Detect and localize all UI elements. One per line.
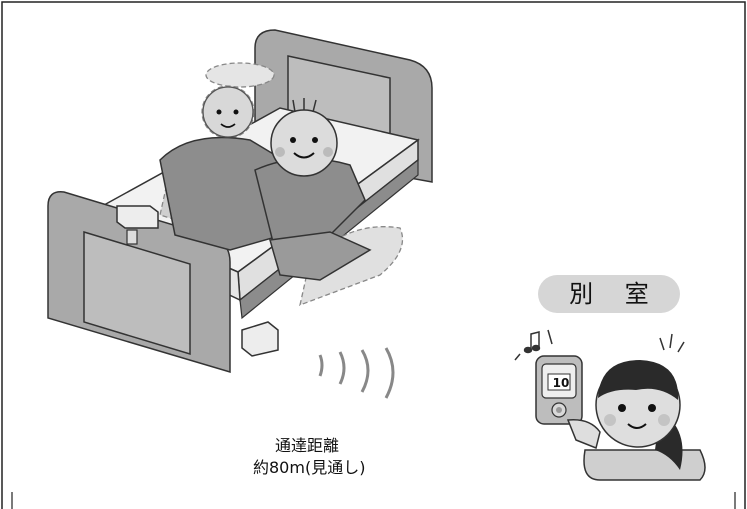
device-screen-number: 10 bbox=[552, 376, 570, 390]
sensor-device-icon bbox=[116, 205, 279, 357]
room-label: 別 室 bbox=[538, 275, 680, 313]
receiver-phone-icon bbox=[535, 355, 583, 425]
music-note-icon bbox=[514, 329, 553, 361]
elderly-person-icon bbox=[159, 86, 372, 281]
range-title: 通達距離 bbox=[275, 436, 340, 455]
range-subtitle: 約80m(見通し) bbox=[253, 458, 366, 477]
caregiver-girl-icon bbox=[566, 333, 706, 481]
radio-wave-icon bbox=[318, 347, 395, 399]
